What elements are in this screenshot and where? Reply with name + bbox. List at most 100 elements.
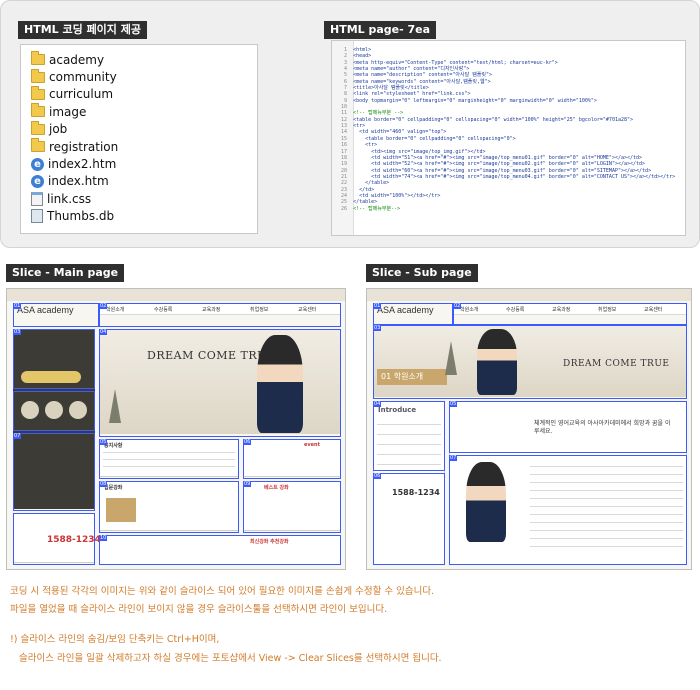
sub-headline: 체계적인 영어교육의 아사아카데미에서 희망과 꿈을 이루세요. <box>534 420 671 435</box>
slice-line <box>13 433 95 511</box>
slice-number: 06 <box>243 439 252 445</box>
main-nav-item[interactable]: 취업정보 <box>250 307 269 313</box>
slice-line <box>99 535 341 565</box>
slice-number: 03 <box>373 325 382 331</box>
code-line: 11 <!-- 탑메뉴부분 --> <box>338 110 404 117</box>
code-line: 24 <td width="100%"></td></tr> <box>338 192 441 199</box>
note-line-3: !) 슬라이스 라인의 숨김/보임 단축키는 Ctrl+H이며, <box>10 634 220 645</box>
topbar <box>367 289 691 301</box>
file-name: index.htm <box>48 174 109 189</box>
quick-icon[interactable] <box>69 401 87 419</box>
slice-line <box>243 481 341 533</box>
topbar <box>7 289 345 301</box>
code-text: 1 <html> 2 <head> 3 <meta http-equiv="Co… <box>338 47 675 212</box>
folder-icon <box>31 120 45 135</box>
slice-number: 03 <box>13 329 22 335</box>
file-name: community <box>49 70 117 85</box>
file-item[interactable]: curriculum <box>31 85 257 103</box>
code-line: 7 <title>아사달 템플릿</title> <box>338 85 429 92</box>
slice-line <box>243 439 341 479</box>
code-line: 15 <table border="0" cellpadding="0" cel… <box>338 135 516 142</box>
main-nav-item[interactable]: 교육과정 <box>202 307 221 313</box>
folder-icon <box>31 51 45 66</box>
notice-title: 공지사항 <box>104 443 123 449</box>
db-icon <box>31 209 43 224</box>
file-name: image <box>49 104 87 119</box>
file-item[interactable]: link.css <box>31 190 257 207</box>
sub-nav-item[interactable]: 취업정보 <box>598 307 617 313</box>
file-item[interactable]: Thumbs.db <box>31 208 257 225</box>
ie-icon: e <box>31 174 44 188</box>
code-line: 14 <td width="460" valign="top"> <box>338 129 447 136</box>
login-button[interactable] <box>21 371 81 383</box>
code-line: 26 <!-- 탑메뉴부분--> <box>338 205 401 212</box>
slice-line <box>99 329 341 437</box>
sub-nav-item[interactable]: 교육과정 <box>552 307 571 313</box>
file-name: academy <box>49 52 105 67</box>
slice-number: 07 <box>449 455 458 461</box>
tower-illustration <box>109 389 121 423</box>
file-name: registration <box>49 139 119 154</box>
slice-number: 04 <box>99 329 108 335</box>
file-item[interactable]: job <box>31 120 257 138</box>
main-left-column <box>13 329 95 509</box>
slice-line <box>373 325 687 399</box>
note-line-1: 코딩 시 적용된 각각의 이미지는 위와 같이 슬라이스 되어 있어 필요한 이… <box>10 586 435 597</box>
main-nav-item[interactable]: 학원소개 <box>106 307 125 313</box>
intro-heading: Introduce <box>378 406 417 414</box>
slice-number: 06 <box>373 473 382 479</box>
slice-number: 10 <box>99 535 108 541</box>
code-editor[interactable]: 1 <html> 2 <head> 3 <meta http-equiv="Co… <box>331 40 686 236</box>
event-box: event <box>243 439 341 477</box>
content-photo <box>466 462 506 542</box>
file-item[interactable]: community <box>31 68 257 85</box>
slice-line <box>373 303 453 325</box>
main-tagline: DREAM COME TRUE <box>147 349 276 362</box>
main-page-screenshot: ASA academy 학원소개 수강등록 교육과정 취업정보 교육센터 DRE… <box>6 288 346 570</box>
latest-box: 최신강좌 추천강좌 <box>99 535 341 565</box>
slice-line <box>99 303 341 327</box>
slice-number: 01 <box>373 303 382 309</box>
quick-icon[interactable] <box>21 401 39 419</box>
file-item[interactable]: e index.htm <box>31 173 257 190</box>
main-logo: ASA academy <box>17 305 74 315</box>
slice-line <box>449 401 687 453</box>
sub-tagline: DREAM COME TRUE <box>563 359 670 369</box>
file-name: index2.htm <box>48 157 117 172</box>
code-line: 9 <body topmargin="0" leftmargin="0" mar… <box>338 97 597 104</box>
sub-nav-item[interactable]: 교육센터 <box>644 307 663 313</box>
file-name: link.css <box>47 191 92 206</box>
main-nav-item[interactable]: 교육센터 <box>298 307 317 313</box>
sub-nav-item[interactable]: 수강등록 <box>506 307 525 313</box>
folder-icon <box>31 68 45 83</box>
code-line: 2 <head> <box>338 53 372 60</box>
phone-number: 1588-1234 <box>47 535 101 545</box>
code-line: 19 <td width="52"><a href="#"><img src="… <box>338 161 646 168</box>
slice-line <box>99 439 239 479</box>
slice-line <box>373 401 445 471</box>
sub-nav-item[interactable]: 학원소개 <box>460 307 479 313</box>
sub-phone: 1588-1234 <box>392 488 440 497</box>
sub-logo: ASA academy <box>377 305 434 315</box>
code-line: 23 </td> <box>338 186 375 193</box>
code-line: 3 <meta http-equiv="Content-Type" conten… <box>338 59 558 66</box>
slice-line <box>13 329 95 389</box>
code-line: 13 <tr> <box>338 123 366 130</box>
slice-number: 02 <box>453 303 462 309</box>
model-photo <box>477 329 517 395</box>
sub-banner <box>373 325 687 397</box>
note-line-4: 슬라이스 라인을 일괄 삭제하고자 하실 경우에는 포토샵에서 View -> … <box>10 653 442 664</box>
slice-number: 01 <box>13 303 22 309</box>
file-item[interactable]: academy <box>31 51 257 68</box>
line-gutter <box>332 41 354 235</box>
slice-number: 05 <box>449 401 458 407</box>
file-item[interactable]: image <box>31 103 257 120</box>
tower-illustration <box>445 341 457 375</box>
main-nav-item[interactable]: 수강등록 <box>154 307 173 313</box>
file-item[interactable]: registration <box>31 138 257 155</box>
slice-number: 04 <box>373 401 382 407</box>
code-line: 5 <meta name="description" content="아사달 … <box>338 72 493 79</box>
quick-icon[interactable] <box>45 401 63 419</box>
